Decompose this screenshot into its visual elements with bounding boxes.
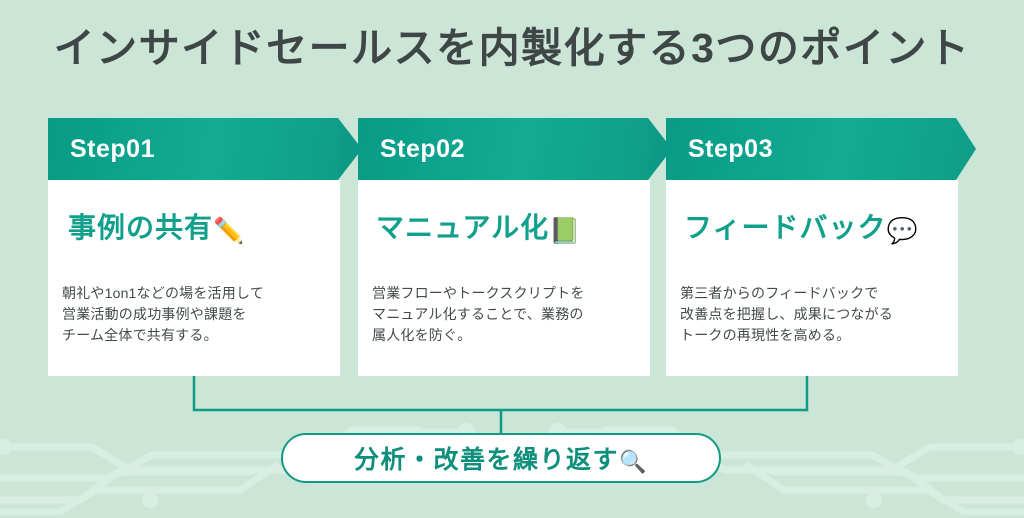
step-heading-2: マニュアル化📗 <box>376 206 581 246</box>
step-header-3: Step03 <box>666 118 976 180</box>
pill-label-wrap: 分析・改善を繰り返す🔍 <box>354 440 648 476</box>
step-label-1: Step01 <box>70 134 155 163</box>
step-heading-1: 事例の共有✏️ <box>68 206 245 246</box>
speech-balloon-icon: 💬 <box>886 217 919 245</box>
step-header-2: Step02 <box>358 118 650 180</box>
step-heading-text-1: 事例の共有 <box>68 212 214 243</box>
step-card-3 <box>666 180 958 376</box>
magnifying-glass-icon: 🔍 <box>619 449 648 474</box>
page-title: インサイドセールスを内製化する3つのポイント <box>53 25 971 71</box>
pencil-icon: ✏️ <box>213 217 246 245</box>
step-card-1 <box>48 180 340 376</box>
pill-label-text: 分析・改善を繰り返す <box>354 446 620 474</box>
step-body-3: 第三者からのフィードバックで 改善点を把握し、成果につながる トークの再現性を高… <box>680 285 893 343</box>
step-card-2 <box>358 180 650 376</box>
green-book-icon: 📗 <box>549 217 582 245</box>
step-body-1: 朝礼や1on1などの場を活用して 営業活動の成功事例や課題を チーム全体で共有す… <box>62 285 264 343</box>
step-heading-text-3: フィードバック <box>684 212 887 243</box>
step-header-1: Step01 <box>48 118 340 180</box>
step-label-2: Step02 <box>380 134 465 163</box>
step-heading-3: フィードバック💬 <box>684 206 919 246</box>
step-heading-text-2: マニュアル化 <box>376 212 550 243</box>
step-body-2: 営業フローやトークスクリプトを マニュアル化することで、業務の 属人化を防ぐ。 <box>372 285 585 343</box>
repeat-analysis-pill[interactable]: 分析・改善を繰り返す🔍 <box>281 433 721 483</box>
step-label-3: Step03 <box>688 134 773 163</box>
